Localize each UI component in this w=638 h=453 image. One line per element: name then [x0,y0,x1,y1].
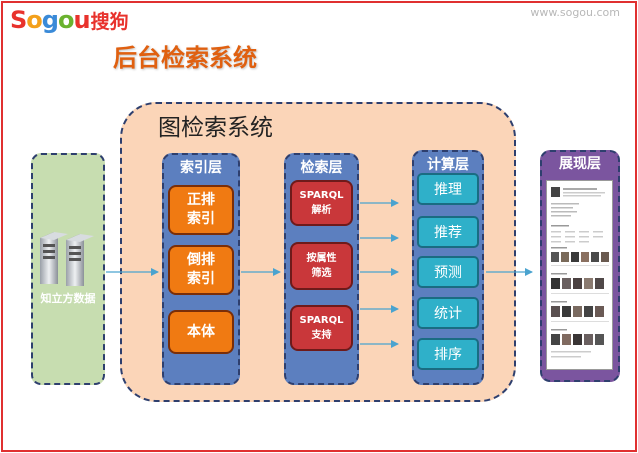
display-layer-title: 展现层 [559,156,601,172]
compute-statistics-box: 统计 [417,297,479,329]
source-data-label: 知立方数据 [40,292,96,305]
retrieval-layer-title: 检索层 [300,160,343,176]
results-page-thumbnail [546,180,613,370]
index-layer-title: 索引层 [180,160,222,176]
forward-index-box: 正排索引 [168,185,234,235]
server-icon [40,232,94,286]
attribute-filter-box: 按属性筛选 [290,242,353,290]
inverted-index-box: 倒排索引 [168,245,234,295]
compute-recommend-box: 推荐 [417,216,479,248]
ontology-box: 本体 [168,310,234,354]
graph-search-system-title: 图检索系统 [158,115,273,141]
compute-inference-box: 推理 [417,173,479,205]
page-title: 后台检索系统 [113,44,257,72]
compute-layer-title: 计算层 [427,157,469,173]
sogou-logo: Sogou搜狗 [10,6,129,34]
compute-ranking-box: 排序 [417,338,479,370]
site-watermark: www.sogou.com [530,6,620,19]
compute-predict-box: 预测 [417,256,479,288]
